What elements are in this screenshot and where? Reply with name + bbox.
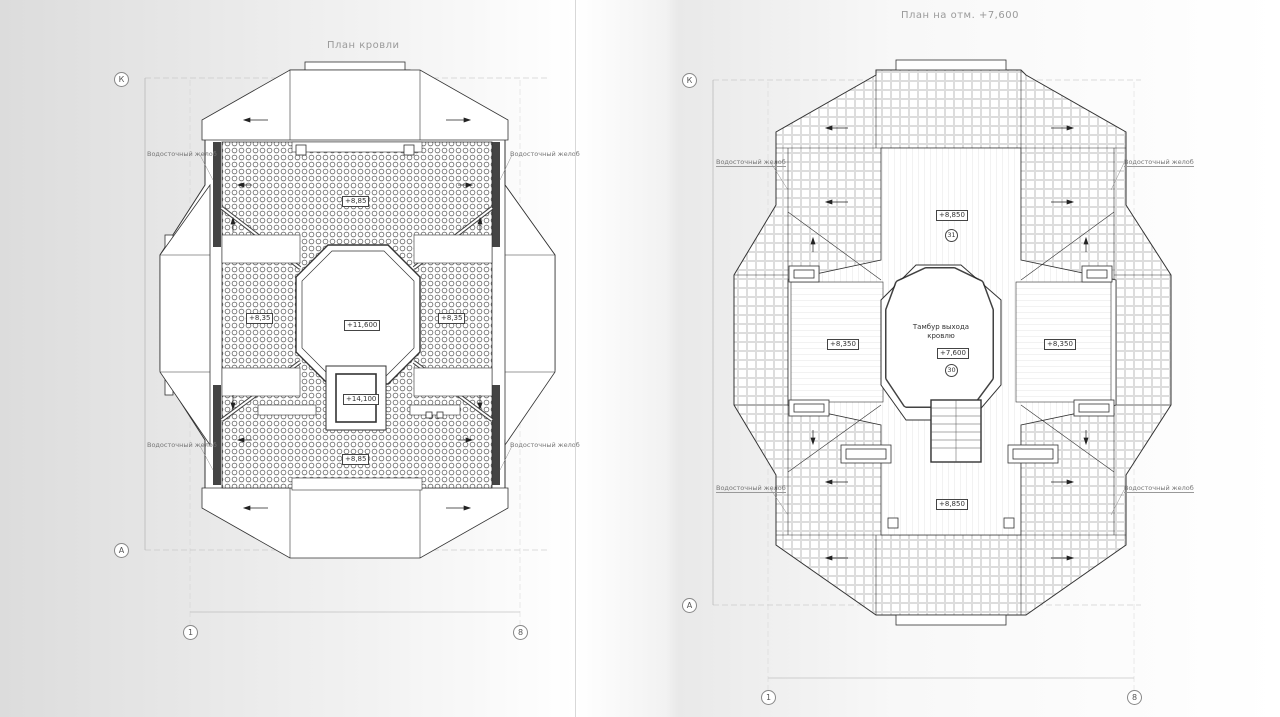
gutter-label: Водосточный желоб (147, 441, 217, 449)
level-mark: +8,35 (246, 313, 274, 324)
axis-bubble-a: А (114, 543, 129, 558)
sheet-title: План кровли (327, 40, 400, 51)
axis-bubble-1: 1 (761, 690, 776, 705)
level-mark: +8,350 (827, 339, 859, 350)
level-mark: +8,85 (342, 196, 370, 207)
level-mark: +8,350 (1044, 339, 1076, 350)
gutter-label: Водосточный желоб (510, 441, 580, 449)
gutter-label: Водосточный желоб (1124, 158, 1194, 167)
level-mark-centre: +11,600 (344, 320, 381, 331)
gutter-label: Водосточный желоб (147, 150, 217, 158)
floor-plan-drawing (712, 59, 1172, 690)
level-mark: +8,35 (438, 313, 466, 324)
level-mark: +8,850 (936, 210, 968, 221)
axis-bubble-a: А (682, 598, 697, 613)
level-mark-centre: +7,600 (937, 348, 969, 359)
room-number: 31 (945, 229, 958, 242)
room-caption: Тамбур выхода кровлю (912, 323, 970, 340)
gutter-label: Водосточный желоб (716, 158, 786, 167)
floor-plan-sheet: План на отм. +7,600 (575, 0, 1280, 717)
level-mark: +8,85 (342, 454, 370, 465)
room-number: 30 (945, 364, 958, 377)
axis-bubble-8: 8 (1127, 690, 1142, 705)
axis-bubble-k: К (682, 73, 697, 88)
roof-plan-sheet: План кровли (0, 0, 580, 717)
gutter-label: Водосточный желоб (1124, 484, 1194, 493)
axis-bubble-k: К (114, 72, 129, 87)
level-mark: +8,850 (936, 499, 968, 510)
gutter-label: Водосточный желоб (716, 484, 786, 493)
axis-bubble-1: 1 (183, 625, 198, 640)
axis-bubble-8: 8 (513, 625, 528, 640)
roof-plan-drawing (144, 61, 556, 625)
gutter-label: Водосточный желоб (510, 150, 580, 158)
sheet-title: План на отм. +7,600 (901, 10, 1019, 21)
level-mark-tower: +14,100 (343, 394, 380, 405)
